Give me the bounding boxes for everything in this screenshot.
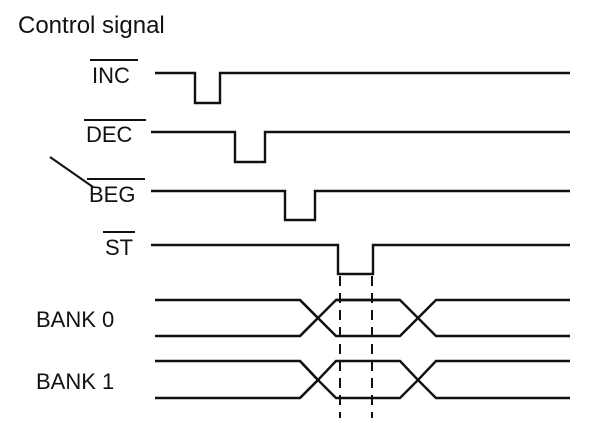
beg-annotation-pointer xyxy=(50,157,93,187)
waveform-bank0 xyxy=(155,300,570,336)
signal-label-bank1: BANK 1 xyxy=(36,369,114,394)
waveform-bank1 xyxy=(155,361,570,398)
signal-label-st: ST xyxy=(105,235,133,260)
waveform-inc xyxy=(155,73,570,103)
waveform-dec xyxy=(151,132,570,162)
signal-label-bank0: BANK 0 xyxy=(36,307,114,332)
signal-label-beg: BEG xyxy=(89,182,135,207)
waveform-st xyxy=(151,245,570,274)
signal-label-inc: INC xyxy=(92,63,130,88)
waveform-beg xyxy=(151,191,570,220)
signal-label-dec: DEC xyxy=(86,122,133,147)
